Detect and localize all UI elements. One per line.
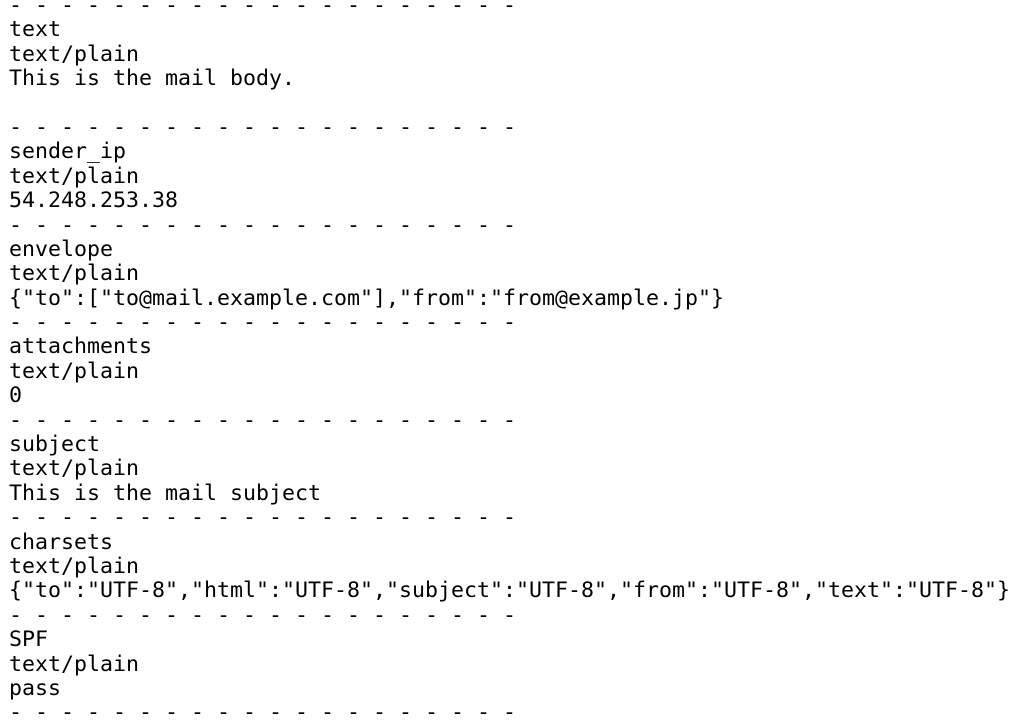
field-value: This is the mail body. [9,66,296,92]
field-name: attachments [9,334,153,360]
blank-line [9,92,1010,116]
terminal-output: - - - - - - - - - - - - - - - - - - - -t… [9,0,1010,726]
separator-line: - - - - - - - - - - - - - - - - - - - - [9,700,517,726]
separator-line: - - - - - - - - - - - - - - - - - - - - [9,407,517,433]
field-content-type: text/plain [9,358,140,384]
field-name: SPF [9,627,49,653]
field-name: sender_ip [9,139,127,165]
separator-line: - - - - - - - - - - - - - - - - - - - - [9,0,517,18]
field-name: text [9,17,62,43]
field-content-type: text/plain [9,261,140,287]
field-value: This is the mail subject [9,480,322,506]
separator-line: - - - - - - - - - - - - - - - - - - - - [9,602,517,628]
separator-line: - - - - - - - - - - - - - - - - - - - - [9,310,517,336]
field-value: pass [9,675,62,701]
field-content-type: text/plain [9,553,140,579]
field-name: subject [9,432,101,458]
field-content-type: text/plain [9,163,140,189]
separator-line: - - - - - - - - - - - - - - - - - - - - [9,212,517,238]
separator-line: - - - - - - - - - - - - - - - - - - - - [9,114,517,140]
field-value: 54.248.253.38 [9,188,179,214]
field-value: {"to":"UTF-8","html":"UTF-8","subject":"… [9,578,1011,604]
field-content-type: text/plain [9,456,140,482]
separator-line: - - - - - - - - - - - - - - - - - - - - [9,505,517,531]
field-value: {"to":["to@mail.example.com"],"from":"fr… [9,285,725,311]
field-value: 0 [9,383,23,409]
field-content-type: text/plain [9,41,140,67]
field-content-type: text/plain [9,651,140,677]
field-name: charsets [9,529,114,555]
field-name: envelope [9,236,114,262]
